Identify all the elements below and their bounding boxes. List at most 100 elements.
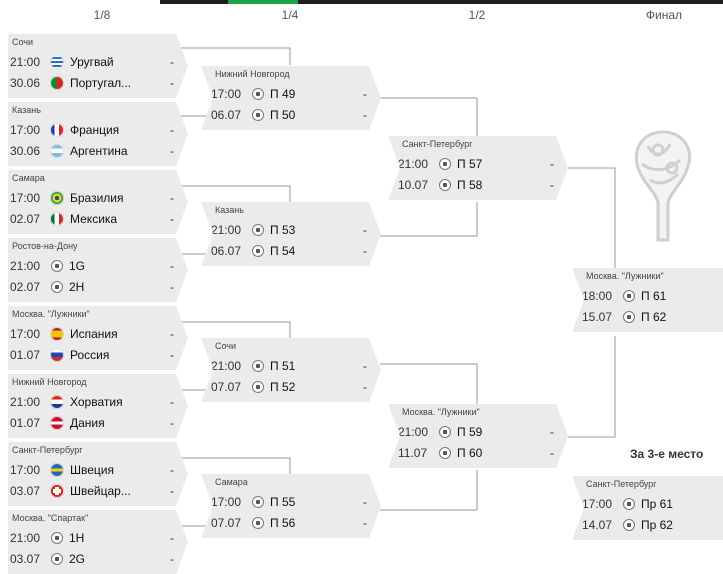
- team-name: 2G: [69, 552, 86, 566]
- team-name: 2H: [69, 280, 85, 294]
- match-venue: Москва. "Лужники": [586, 271, 664, 281]
- team-name: П 62: [641, 310, 667, 324]
- ball-icon: [623, 310, 635, 323]
- match-time: 02.07: [10, 212, 41, 226]
- team-row[interactable]: 15.07 П 62: [582, 308, 666, 326]
- match-venue: Казань: [12, 105, 41, 115]
- team-name: Хорватия: [70, 395, 123, 409]
- match-time: 21:00: [398, 157, 429, 171]
- team-name: П 56: [270, 516, 296, 530]
- team-row[interactable]: 10.07 П 58: [398, 176, 482, 194]
- team-score: -: [363, 223, 367, 237]
- spain-flag-icon: [50, 326, 64, 341]
- team-row[interactable]: 07.07 П 56: [211, 514, 295, 532]
- team-row[interactable]: 03.07 Швейцар...: [10, 482, 131, 500]
- team-score: -: [170, 348, 174, 362]
- team-name: Португал...: [70, 76, 132, 90]
- team-name: Россия: [70, 348, 110, 362]
- match-time: 03.07: [10, 484, 41, 498]
- match-time: 21:00: [10, 531, 41, 545]
- team-score: -: [170, 259, 174, 273]
- top-bar: [160, 0, 723, 4]
- match-time: 30.06: [10, 76, 41, 90]
- match-venue: Сочи: [12, 37, 34, 47]
- team-score: -: [363, 495, 367, 509]
- match-time: 30.06: [10, 144, 41, 158]
- ball-icon: [623, 289, 635, 302]
- ball-icon: [51, 531, 63, 544]
- ball-icon: [252, 87, 264, 100]
- team-name: Уругвай: [70, 55, 114, 69]
- match-time: 10.07: [398, 178, 429, 192]
- match-time: 21:00: [10, 395, 41, 409]
- team-name: Пр 62: [641, 518, 673, 532]
- ball-icon: [252, 495, 264, 508]
- match-time: 15.07: [582, 310, 613, 324]
- match-time: 17:00: [582, 497, 613, 511]
- team-score: -: [363, 244, 367, 258]
- team-row[interactable]: 30.06 Португал...: [10, 74, 131, 92]
- denmark-flag-icon: [50, 415, 64, 430]
- team-row[interactable]: 17:00 Швеция: [10, 461, 114, 479]
- team-row[interactable]: 21:00 Хорватия: [10, 393, 123, 411]
- match-time: 17:00: [10, 123, 41, 137]
- match-time: 17:00: [10, 463, 41, 477]
- match-time: 01.07: [10, 416, 41, 430]
- team-score: -: [170, 327, 174, 341]
- team-name: П 59: [457, 425, 483, 439]
- ball-icon: [252, 244, 264, 257]
- match-venue: Сочи: [215, 341, 237, 351]
- match-time: 07.07: [211, 516, 242, 530]
- team-name: Швеция: [70, 463, 114, 477]
- ball-icon: [439, 157, 451, 170]
- ball-icon: [51, 280, 63, 293]
- team-score: -: [550, 425, 554, 439]
- team-name: Швейцар...: [70, 484, 131, 498]
- team-score: -: [363, 516, 367, 530]
- mexico-flag-icon: [50, 211, 64, 226]
- match-time: 21:00: [10, 259, 41, 273]
- team-name: П 58: [457, 178, 483, 192]
